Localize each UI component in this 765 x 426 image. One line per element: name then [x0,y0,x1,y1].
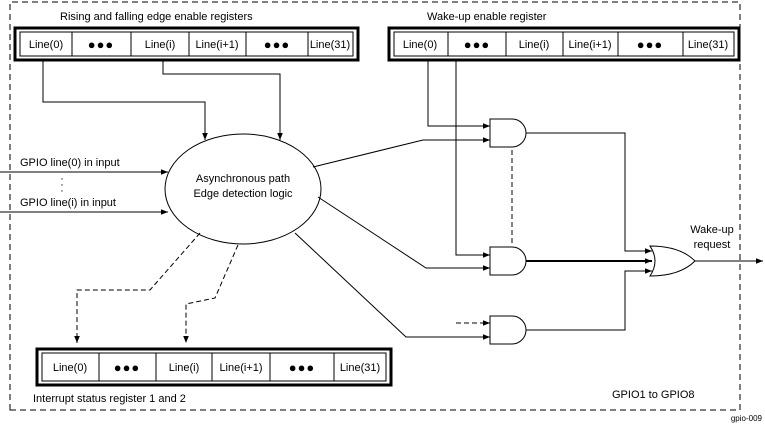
ellipse-to-and-bottom [294,232,490,340]
and-gate-bottom [489,315,527,345]
gpio-block-label: GPIO1 to GPIO8 [612,389,695,401]
edge-reg-cell-dots: ●●● [88,37,115,52]
wake-reg-cell-line0: Line(0) [403,39,437,51]
edge-reg-to-ellipse-line0 [42,60,208,140]
wakeup-register-title: Wake-up enable register [427,11,547,23]
int-reg-cell-line0: Line(0) [53,362,87,374]
edge-registers-title: Rising and falling edge enable registers [60,11,253,23]
block-boundary [9,1,741,411]
wake-reg-cell-line31: Line(31) [688,39,728,51]
edge-detection-ellipse [164,133,322,245]
gpio-linei-input-label: GPIO line(i) in input [20,197,116,209]
int-reg-cell-linei: Line(i) [169,362,200,374]
wake-reg-line0-to-and-top [427,60,490,129]
edge-reg-cell-linei1: Line(i+1) [195,39,238,51]
ellipse-label-async: Asynchronous path [196,173,290,185]
int-reg-cell-line31: Line(31) [340,362,380,374]
and-bottom-to-or [526,268,652,331]
ellipse-to-and-middle [317,196,490,271]
and-gate-top [489,118,527,148]
int-reg-cell-linei1: Line(i+1) [219,362,262,374]
wake-reg-cell-linei: Line(i) [519,39,550,51]
interrupt-status-register: Line(0) ●●● Line(i) Line(i+1) ●●● Line(3… [35,347,393,387]
gpio-line0-input-label: GPIO line(0) in input [20,157,120,169]
gpio-vertical-dots: · [60,185,64,197]
wakeup-enable-register: Line(0) ●●● Line(i) Line(i+1) ●●● Line(3… [387,26,741,62]
and-top-to-or [526,132,652,254]
int-reg-cell-dots: ●●● [114,360,141,375]
ellipse-label-edge: Edge detection logic [193,188,293,200]
wake-reg-linei-to-and-middle [455,60,490,258]
edge-reg-to-ellipse-linei [162,60,283,140]
edge-reg-cell-line31: Line(31) [310,39,350,51]
wakeup-request-label-2: request [694,239,731,251]
wake-reg-cell-dots: ●●● [464,37,491,52]
edge-enable-register: Line(0) ●●● Line(i) Line(i+1) ●●● Line(3… [13,26,360,62]
edge-reg-cell-dots: ●●● [264,37,291,52]
gpio-vertical-dots: · [60,173,64,185]
ellipse-to-int-reg-linei [183,244,239,343]
gpio-vertical-dots: · [60,179,64,191]
and-gate-middle [489,246,527,276]
or-gate [649,245,696,277]
edge-reg-cell-linei: Line(i) [145,39,176,51]
int-reg-cell-dots: ●●● [289,360,316,375]
wakeup-request-label-1: Wake-up [690,224,734,236]
ellipse-to-and-top [312,137,490,168]
ellipse-to-int-reg-line0 [74,232,201,343]
wake-reg-cell-dots: ●●● [637,37,664,52]
wake-reg-cell-linei1: Line(i+1) [568,39,611,51]
edge-reg-cell-line0: Line(0) [29,39,63,51]
interrupt-register-title: Interrupt status register 1 and 2 [33,393,186,405]
figure-tag: gpio-009 [731,414,763,423]
